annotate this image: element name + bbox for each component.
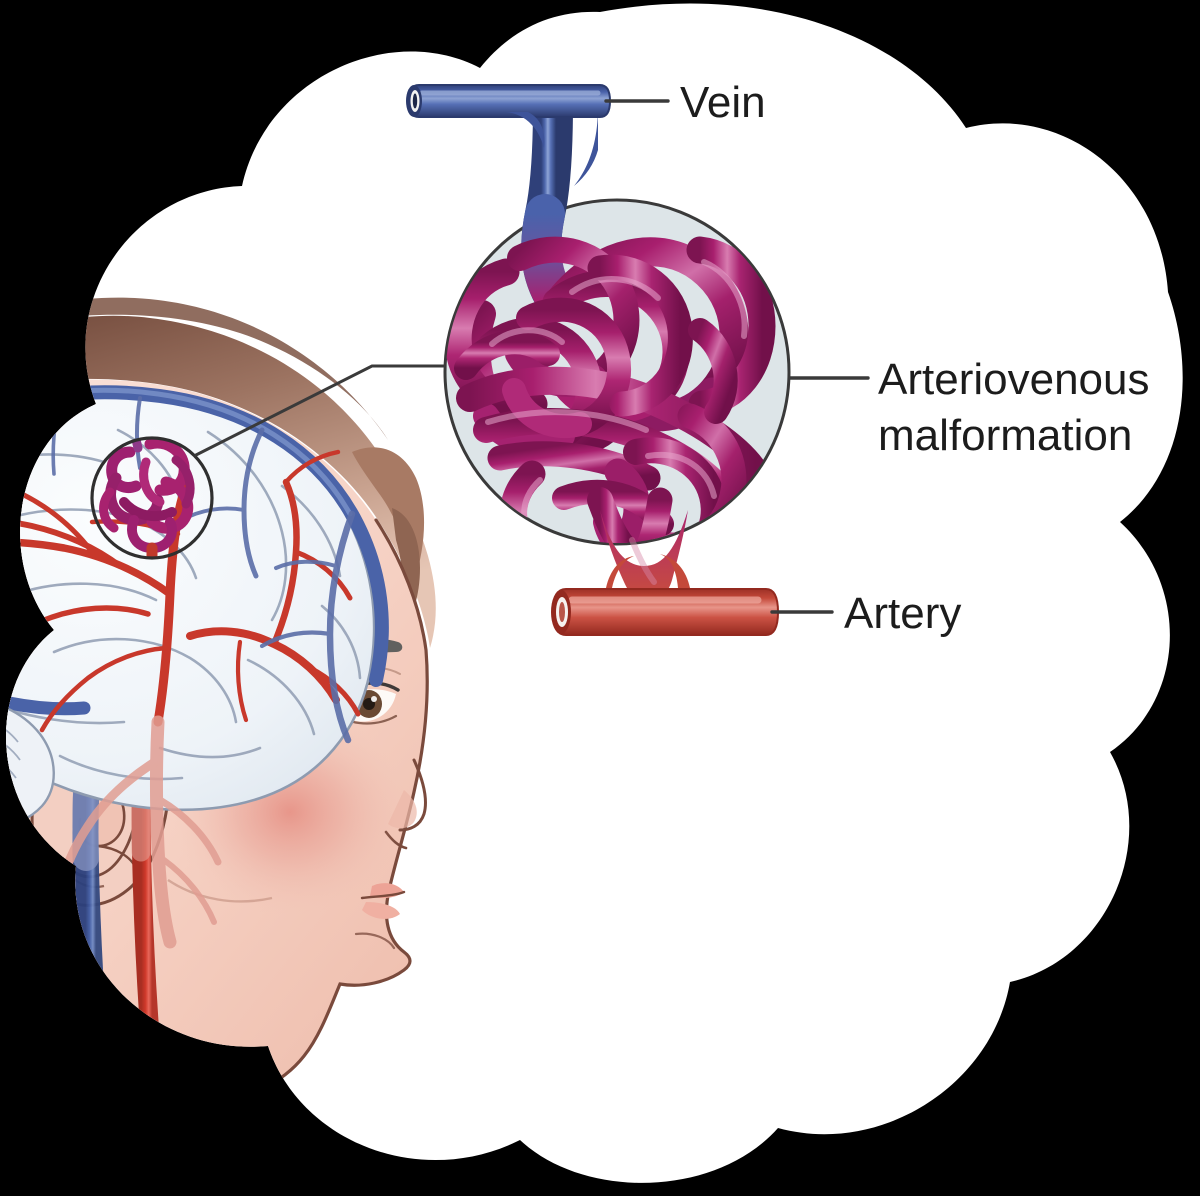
cerebellum — [6, 697, 55, 832]
label-avm-line1: Arteriovenous — [878, 355, 1149, 404]
label-artery: Artery — [844, 589, 961, 638]
jaw-line — [167, 879, 273, 903]
vein-fillet-left — [506, 112, 545, 148]
transverse-sinus — [6, 675, 91, 716]
artery-fillet-right — [660, 554, 690, 588]
cortical-veins — [51, 396, 356, 744]
nose — [398, 758, 428, 832]
vein-junction-fillet — [574, 106, 598, 186]
face-outline — [204, 518, 429, 1106]
label-vein: Vein — [680, 78, 766, 127]
vein-lumen-core — [412, 93, 418, 109]
mouth-line — [360, 890, 406, 900]
artery-lumen-core — [559, 602, 565, 622]
avm-nidus-tangle — [446, 236, 776, 543]
eye-highlight — [371, 696, 377, 702]
callout-connector — [194, 364, 454, 457]
brain-cutaway — [6, 385, 389, 949]
artery-vessel — [551, 554, 780, 636]
artery-fillet-left — [606, 556, 634, 588]
lower-lip — [362, 902, 400, 919]
label-avm-line2: malformation — [878, 411, 1132, 460]
hair — [6, 315, 436, 648]
artery-horizontal-bar — [551, 588, 780, 636]
brain-inset-circle — [90, 436, 214, 560]
avm-artery-stem — [600, 510, 688, 600]
leader-lines — [604, 99, 870, 614]
head-illustration — [6, 297, 436, 1108]
brain-avm-nidus — [99, 439, 195, 557]
chin-crease — [354, 932, 396, 950]
